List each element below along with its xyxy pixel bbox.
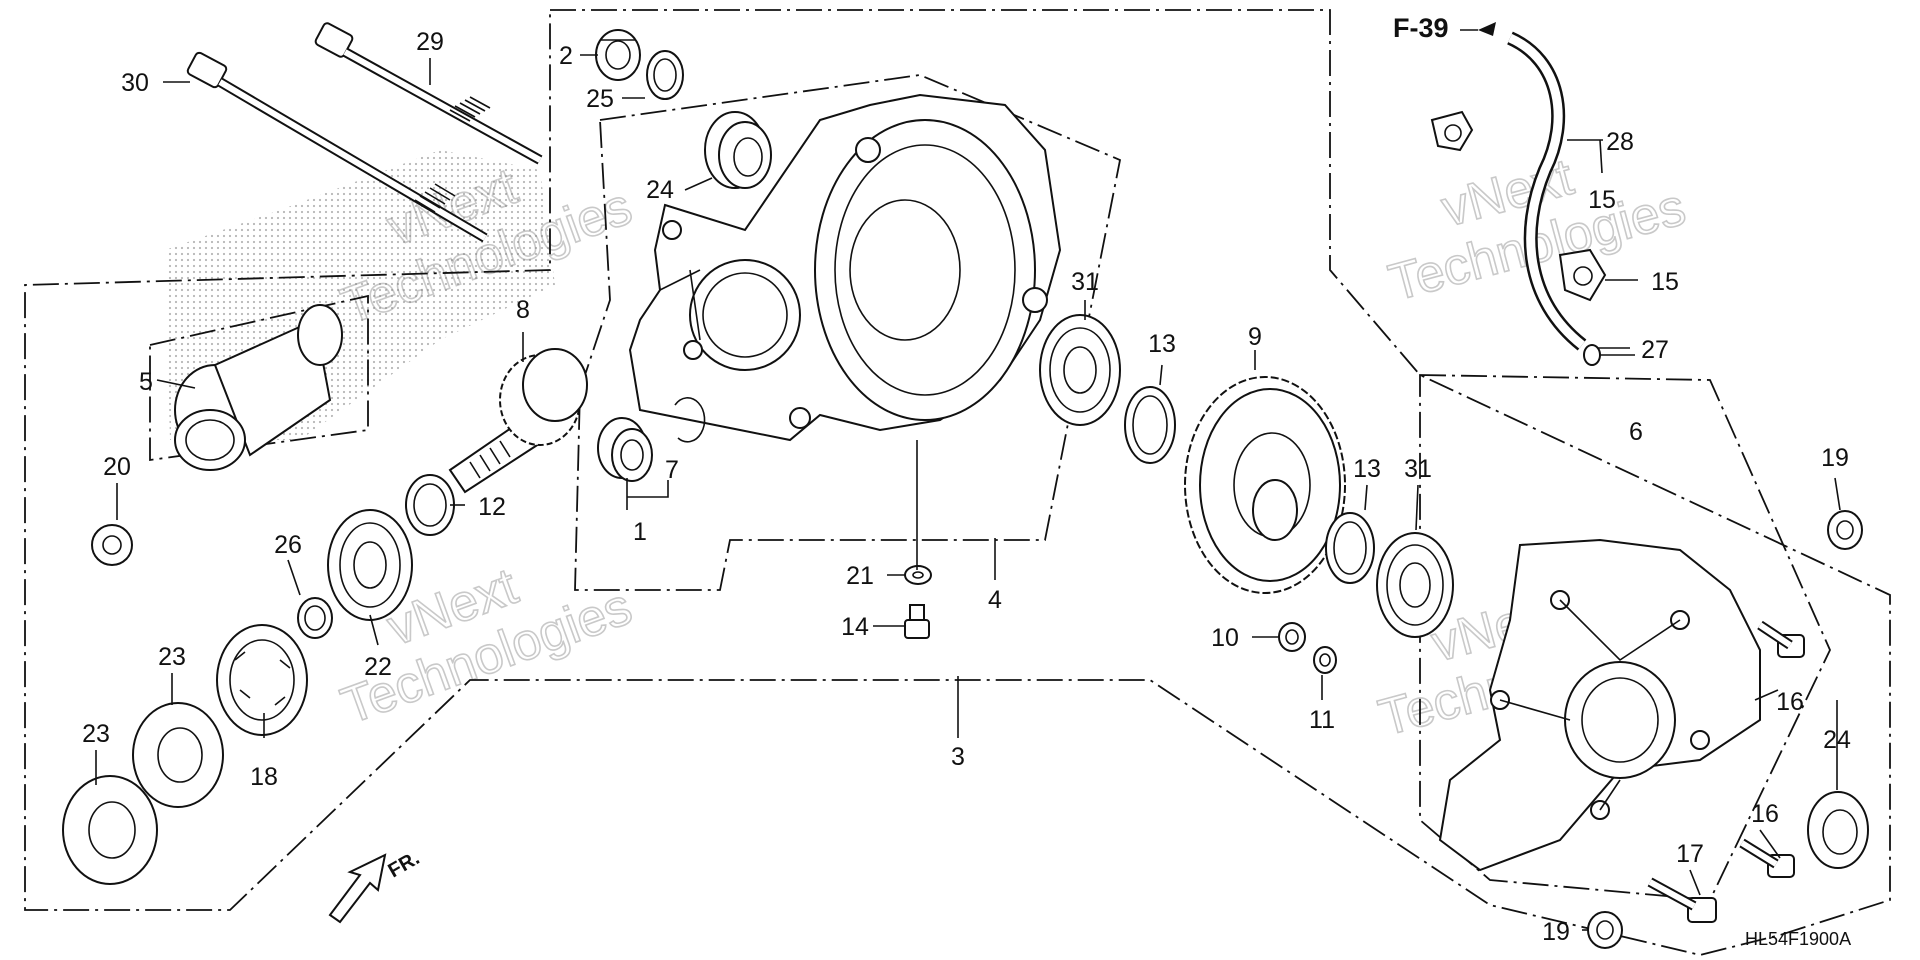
nut-19-lower	[1587, 911, 1623, 949]
bearing-22	[327, 509, 413, 621]
callout-7: 7	[665, 456, 679, 484]
nut-19-upper	[1827, 510, 1863, 550]
callout-8: 8	[516, 296, 530, 324]
bolt-10	[1278, 622, 1306, 652]
callout-30: 30	[121, 69, 149, 97]
clip-15-upper	[1430, 110, 1474, 152]
needle-bearing-1	[597, 417, 653, 482]
callout-24a: 24	[646, 176, 674, 204]
oil-seal-23-upper	[132, 702, 224, 808]
callout-28: 28	[1606, 128, 1634, 156]
ring-gear-9	[1184, 376, 1346, 594]
callout-22: 22	[364, 653, 392, 681]
callout-3: 3	[951, 743, 965, 771]
callout-23a: 23	[158, 643, 186, 671]
callout-26: 26	[274, 531, 302, 559]
callout-23b: 23	[82, 720, 110, 748]
front-indicator-label: FR.	[385, 847, 424, 882]
callout-12: 12	[478, 493, 506, 521]
reference-arrow	[1478, 22, 1496, 36]
callout-24b: 24	[1823, 726, 1851, 754]
bolt-14	[904, 604, 930, 639]
reference-label: F-39	[1393, 13, 1449, 43]
final-gear-case-4	[628, 93, 1062, 442]
bolt-29	[314, 22, 543, 165]
callout-25: 25	[586, 85, 614, 113]
pinion-gear-8	[448, 348, 588, 494]
callout-4: 4	[988, 586, 1002, 614]
assembly-4-outline	[574, 74, 1122, 591]
clip-15-lower	[1558, 248, 1607, 302]
callout-21: 21	[846, 562, 874, 590]
callout-1: 1	[633, 518, 647, 546]
assembly-5-outline	[149, 294, 369, 462]
callout-15b: 15	[1651, 268, 1679, 296]
callout-13a: 13	[1148, 330, 1176, 358]
nut-20	[91, 524, 133, 566]
callout-2: 2	[559, 42, 573, 70]
o-ring-25	[646, 50, 684, 100]
gear-case-cover-6	[1438, 538, 1761, 872]
shim-12	[405, 474, 455, 536]
circlip-7	[674, 397, 706, 443]
callout-27: 27	[1641, 336, 1669, 364]
callout-16a: 16	[1776, 688, 1804, 716]
bolt-17	[1647, 877, 1717, 923]
callout-29: 29	[416, 28, 444, 56]
clip-27	[1583, 344, 1601, 366]
leader-lines	[95, 29, 1841, 931]
breather-hose-28	[1506, 31, 1587, 351]
o-ring-26	[297, 597, 333, 639]
washer-11	[1313, 646, 1337, 674]
oil-seal-24-upper	[704, 111, 772, 189]
callout-31b: 31	[1404, 455, 1432, 483]
diagram-code: HL54F1900A	[1745, 929, 1851, 949]
bolt-16-lower	[1739, 838, 1795, 878]
bolt-30	[186, 51, 488, 243]
callout-labels: 1 2 3 4 5 6 7 8 9 10 11 12 13 13 14 15 1…	[82, 28, 1851, 946]
callout-5: 5	[139, 368, 153, 396]
joint-5	[174, 304, 343, 471]
oil-seal-24-lower	[1807, 791, 1869, 869]
shim-13-upper	[1124, 386, 1176, 464]
callout-19a: 19	[1821, 444, 1849, 472]
callout-20: 20	[103, 453, 131, 481]
cap-2	[595, 29, 641, 81]
callout-18: 18	[250, 763, 278, 791]
lock-nut-18	[216, 624, 308, 736]
callout-6: 6	[1629, 418, 1643, 446]
bearing-31-lower	[1376, 532, 1454, 638]
callout-14: 14	[841, 613, 869, 641]
callout-9: 9	[1248, 323, 1262, 351]
callout-15a: 15	[1588, 186, 1616, 214]
front-indicator: FR.	[328, 847, 424, 924]
bearing-31-upper	[1039, 314, 1121, 426]
callout-10: 10	[1211, 624, 1239, 652]
callout-16b: 16	[1751, 800, 1779, 828]
washer-21	[904, 565, 932, 585]
callout-19b: 19	[1542, 918, 1570, 946]
bolt-16-upper	[1757, 620, 1805, 658]
callout-11: 11	[1309, 706, 1335, 734]
callout-17: 17	[1676, 840, 1704, 868]
callout-13b: 13	[1353, 455, 1381, 483]
callout-31a: 31	[1071, 268, 1099, 296]
shim-13-lower	[1325, 512, 1375, 584]
oil-seal-23-lower	[62, 775, 158, 885]
